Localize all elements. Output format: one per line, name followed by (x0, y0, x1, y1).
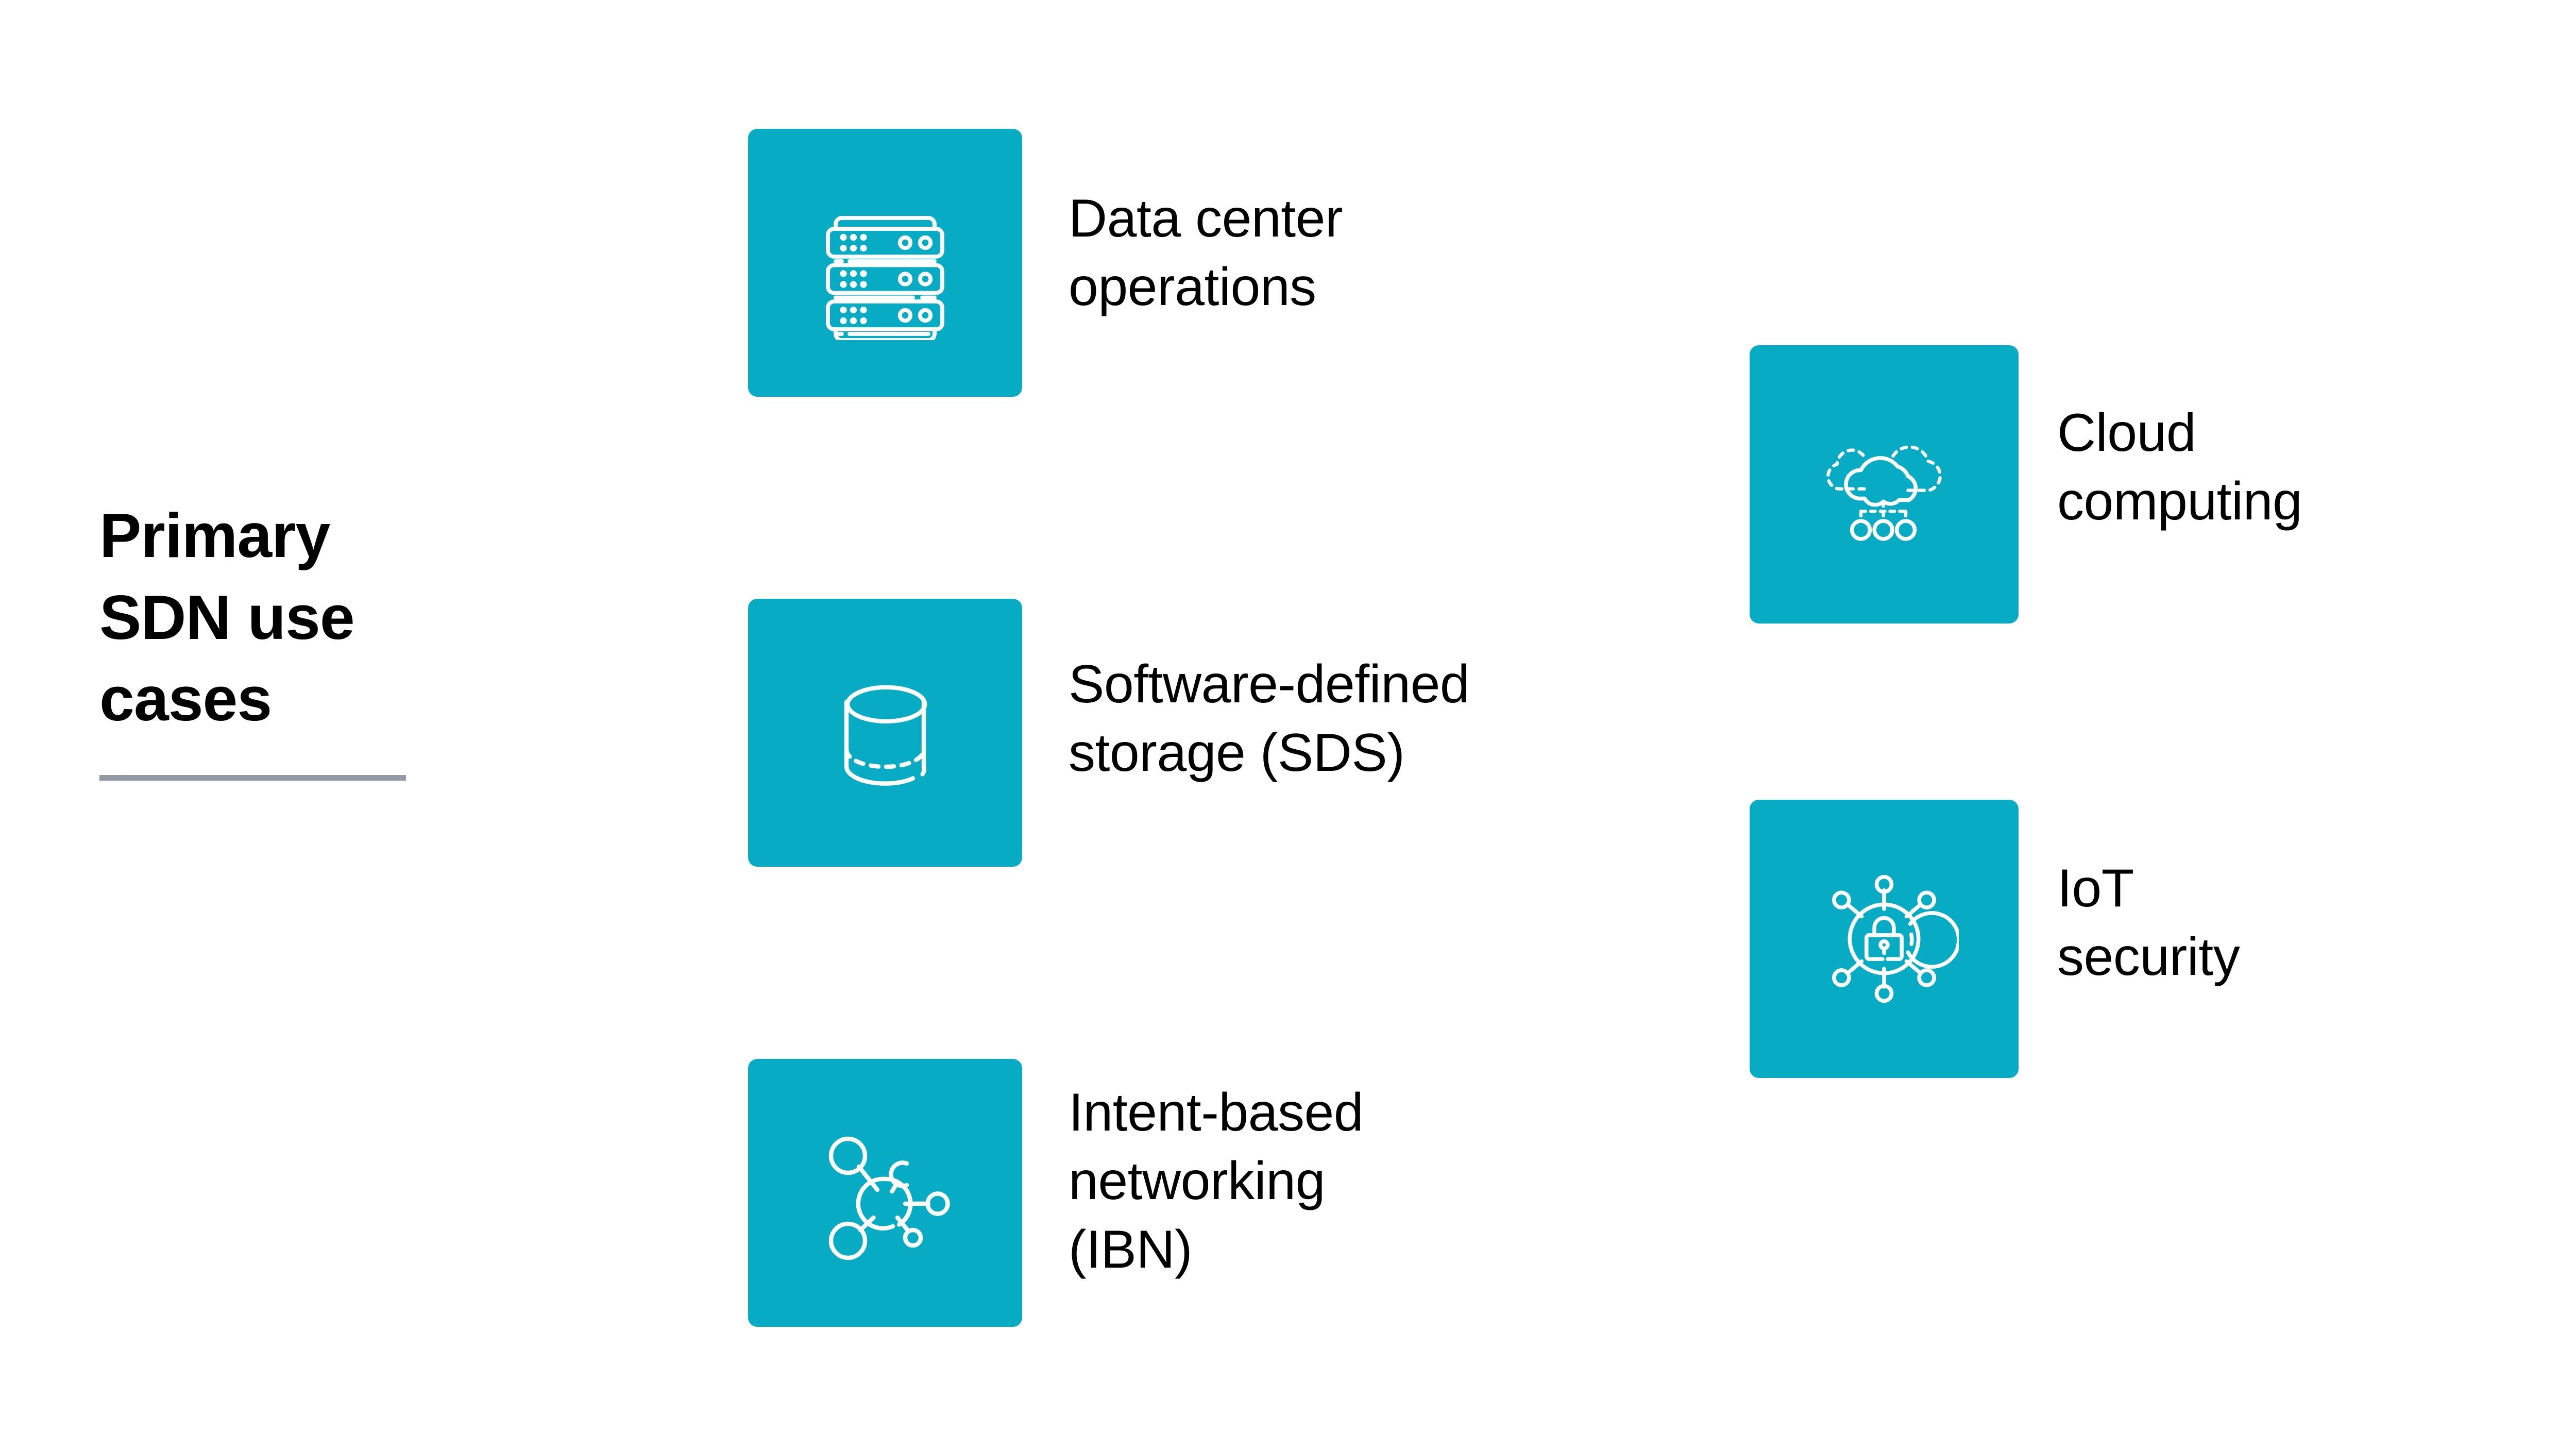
database-cylinder-icon (844, 685, 927, 786)
icon-tile-sds (748, 599, 1022, 867)
cloud-network-icon (1826, 445, 1942, 541)
use-case-iot-security[interactable]: IoT security (1750, 800, 2240, 1078)
use-case-software-defined-storage[interactable]: Software-defined storage (SDS) (748, 599, 1470, 867)
use-case-label-cloud-computing: Cloud computing (2057, 403, 2302, 532)
page-title-block: Primary SDN use cases (99, 495, 470, 781)
use-case-cloud-computing[interactable]: Cloud computing (1750, 345, 2302, 624)
use-case-label-iot-security: IoT security (2057, 858, 2240, 987)
use-case-label-software-defined-storage: Software-defined storage (SDS) (1069, 654, 1470, 783)
icon-tile-ibn (748, 1059, 1022, 1327)
use-case-label-data-center-operations: Data center operations (1069, 189, 1343, 317)
use-case-data-center-operations[interactable]: Data center operations (748, 129, 1343, 397)
page-title: Primary SDN use cases (99, 500, 355, 734)
iot-lock-security-icon (1832, 874, 1959, 1003)
icon-tile-data-center (748, 129, 1022, 397)
server-rack-icon (826, 216, 944, 340)
network-nodes-icon (828, 1136, 950, 1260)
use-case-intent-based-networking[interactable]: Intent-based networking (IBN) (748, 1059, 1364, 1327)
icon-tile-iot-security (1750, 800, 2019, 1078)
icon-tile-cloud (1750, 345, 2019, 624)
use-case-label-intent-based-networking: Intent-based networking (IBN) (1069, 1083, 1364, 1280)
title-underline-rule (99, 774, 406, 781)
